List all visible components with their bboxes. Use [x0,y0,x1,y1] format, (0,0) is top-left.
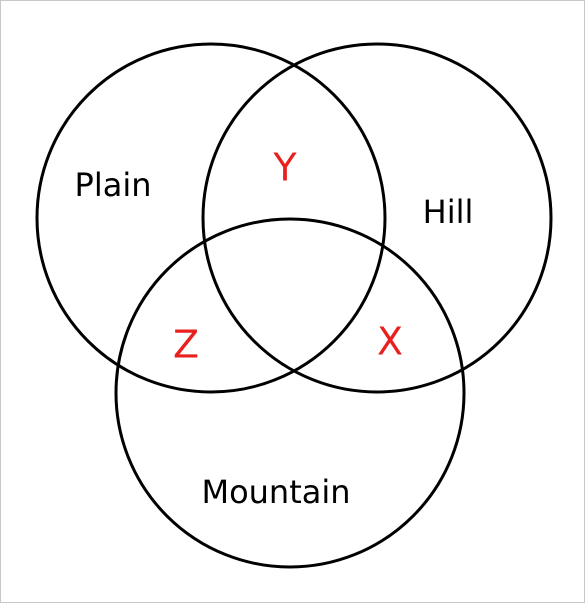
plain-label: Plain [75,166,152,204]
plain-circle [35,42,387,394]
mountain-circle [114,217,466,569]
plain-hill-region-label: Y [272,146,297,190]
plain-mountain-region-label: Z [173,323,199,367]
hill-label: Hill [423,193,474,231]
hill-circle [201,42,553,394]
mountain-label: Mountain [201,473,350,511]
hill-mountain-region-label: X [377,320,403,364]
